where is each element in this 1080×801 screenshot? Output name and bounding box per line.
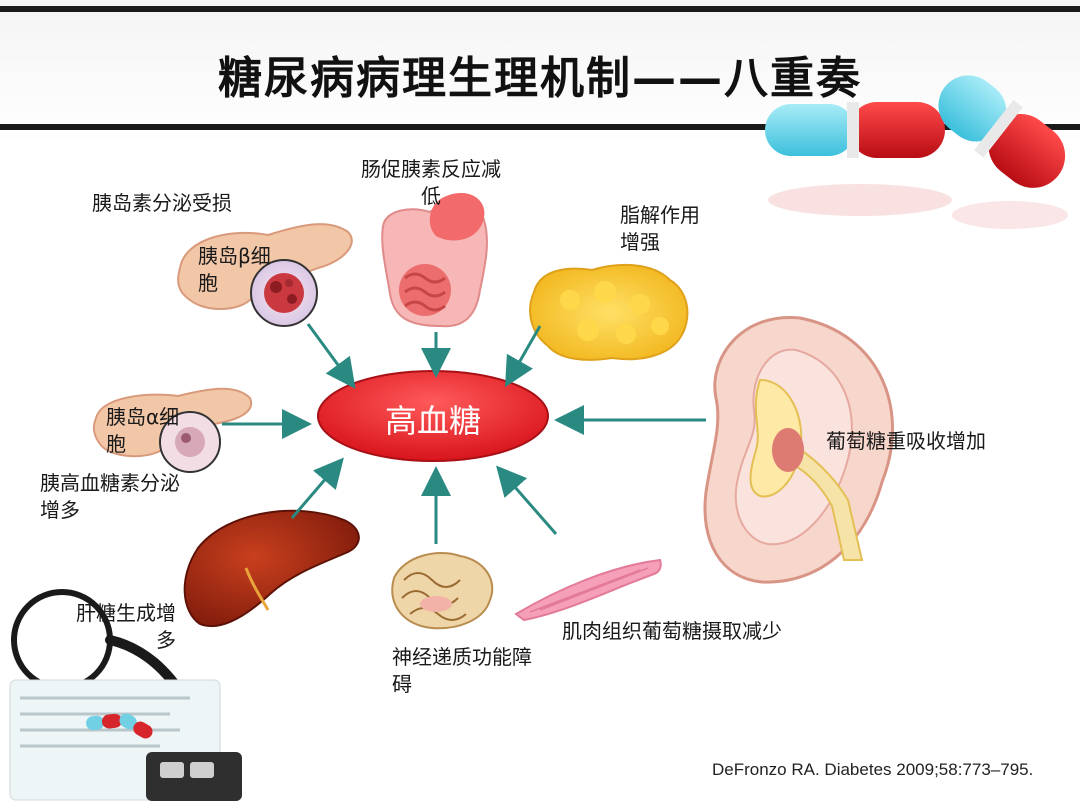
calculator-icon xyxy=(146,752,242,801)
liver-icon xyxy=(185,511,359,626)
label-brain: 神经递质功能障碍 xyxy=(392,644,532,698)
label-islet-secretion: 胰岛素分泌受损 xyxy=(92,190,232,217)
label-muscle: 肌肉组织葡萄糖摄取减少 xyxy=(562,618,822,645)
arrow-beta-cell xyxy=(308,324,352,384)
muscle-icon xyxy=(516,560,661,620)
label-liver: 肝糖生成增多 xyxy=(66,600,176,654)
arrow-liver xyxy=(292,462,340,518)
citation: DeFronzo RA. Diabetes 2009;58:773–795. xyxy=(712,760,1033,780)
brain-icon xyxy=(392,553,492,628)
label-glucagon: 胰高血糖素分泌增多 xyxy=(40,470,190,524)
capsule-icon xyxy=(765,62,1078,229)
label-kidney: 葡萄糖重吸收增加 xyxy=(826,428,1046,455)
arrow-muscle xyxy=(500,470,556,534)
label-alpha-cell: 胰岛α细胞 xyxy=(106,404,190,458)
arrow-lipolysis xyxy=(508,326,540,382)
stomach-intestine-icon xyxy=(382,193,487,326)
center-label: 高血糖 xyxy=(318,396,548,442)
label-incretin: 肠促胰素反应减低 xyxy=(356,156,506,210)
adipose-tissue-icon xyxy=(530,265,687,360)
label-lipolysis: 脂解作用增强 xyxy=(620,202,716,256)
label-beta-cell: 胰岛β细胞 xyxy=(198,243,280,297)
